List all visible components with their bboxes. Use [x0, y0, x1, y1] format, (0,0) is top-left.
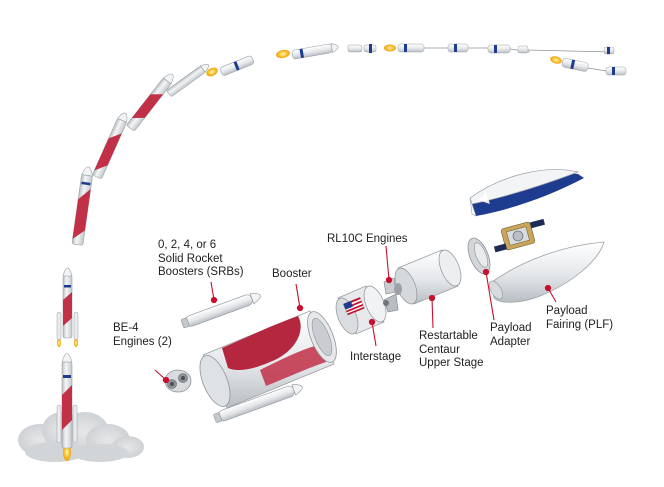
rocket-ascent-6	[166, 64, 209, 97]
srb-top	[180, 293, 261, 329]
label-payload-adapter-line-1: Payload	[490, 322, 532, 334]
label-srbs-line-1: 0, 2, 4, or 6	[158, 239, 217, 251]
label-interstage: Interstage	[350, 351, 401, 365]
be4-engines	[164, 369, 192, 393]
label-payload-fairing-line-1: Payload	[546, 305, 588, 317]
label-payload-fairing-line-2: Fairing (PLF)	[546, 318, 614, 331]
leader-lines	[154, 245, 557, 384]
trajectory-arc-stages	[206, 43, 627, 77]
label-booster-line-1: Booster	[272, 268, 312, 280]
label-rl10c-line-1: RL10C Engines	[327, 233, 408, 245]
us-flag-icon	[343, 297, 365, 316]
launch-smoke-cloud	[18, 412, 144, 462]
srb-bottom	[213, 384, 303, 423]
label-centaur-line-1: Restartable	[419, 330, 478, 342]
label-be4: BE-4 Engines (2)	[113, 322, 172, 349]
label-be4-line-1: BE-4	[113, 322, 139, 334]
payload-fairing-lower	[489, 241, 605, 303]
satellite-payload	[493, 218, 545, 253]
label-srbs-line-3: Boosters (SRBs)	[158, 266, 244, 278]
label-centaur-line-3: Upper Stage	[419, 357, 484, 369]
payload-adapter	[467, 237, 491, 275]
label-booster: Booster	[272, 268, 312, 282]
booster-stage	[199, 310, 337, 409]
rocket-ascent-2	[56, 267, 79, 347]
label-srbs: 0, 2, 4, or 6 Solid Rocket Boosters (SRB…	[158, 239, 244, 280]
centaur-upper-stage	[394, 249, 462, 305]
label-payload-adapter-line-2: Adapter	[490, 335, 531, 348]
label-centaur: Restartable Centaur Upper Stage	[419, 330, 484, 371]
label-payload-adapter: Payload Adapter	[490, 322, 532, 349]
rocket-ascent-3	[71, 166, 93, 246]
label-rl10c: RL10C Engines	[327, 233, 408, 247]
label-centaur-line-2: Centaur	[419, 343, 460, 356]
label-be4-line-2: Engines (2)	[113, 335, 172, 348]
rocket-liftoff	[56, 353, 78, 461]
payload-fairing-upper	[469, 169, 584, 217]
label-interstage-line-1: Interstage	[350, 351, 402, 363]
label-srbs-line-2: Solid Rocket	[158, 252, 223, 265]
rocket-ascent-5	[126, 73, 174, 131]
rocket-ascent-4	[92, 112, 128, 179]
label-payload-fairing: Payload Fairing (PLF)	[546, 305, 613, 332]
interstage	[335, 285, 387, 335]
